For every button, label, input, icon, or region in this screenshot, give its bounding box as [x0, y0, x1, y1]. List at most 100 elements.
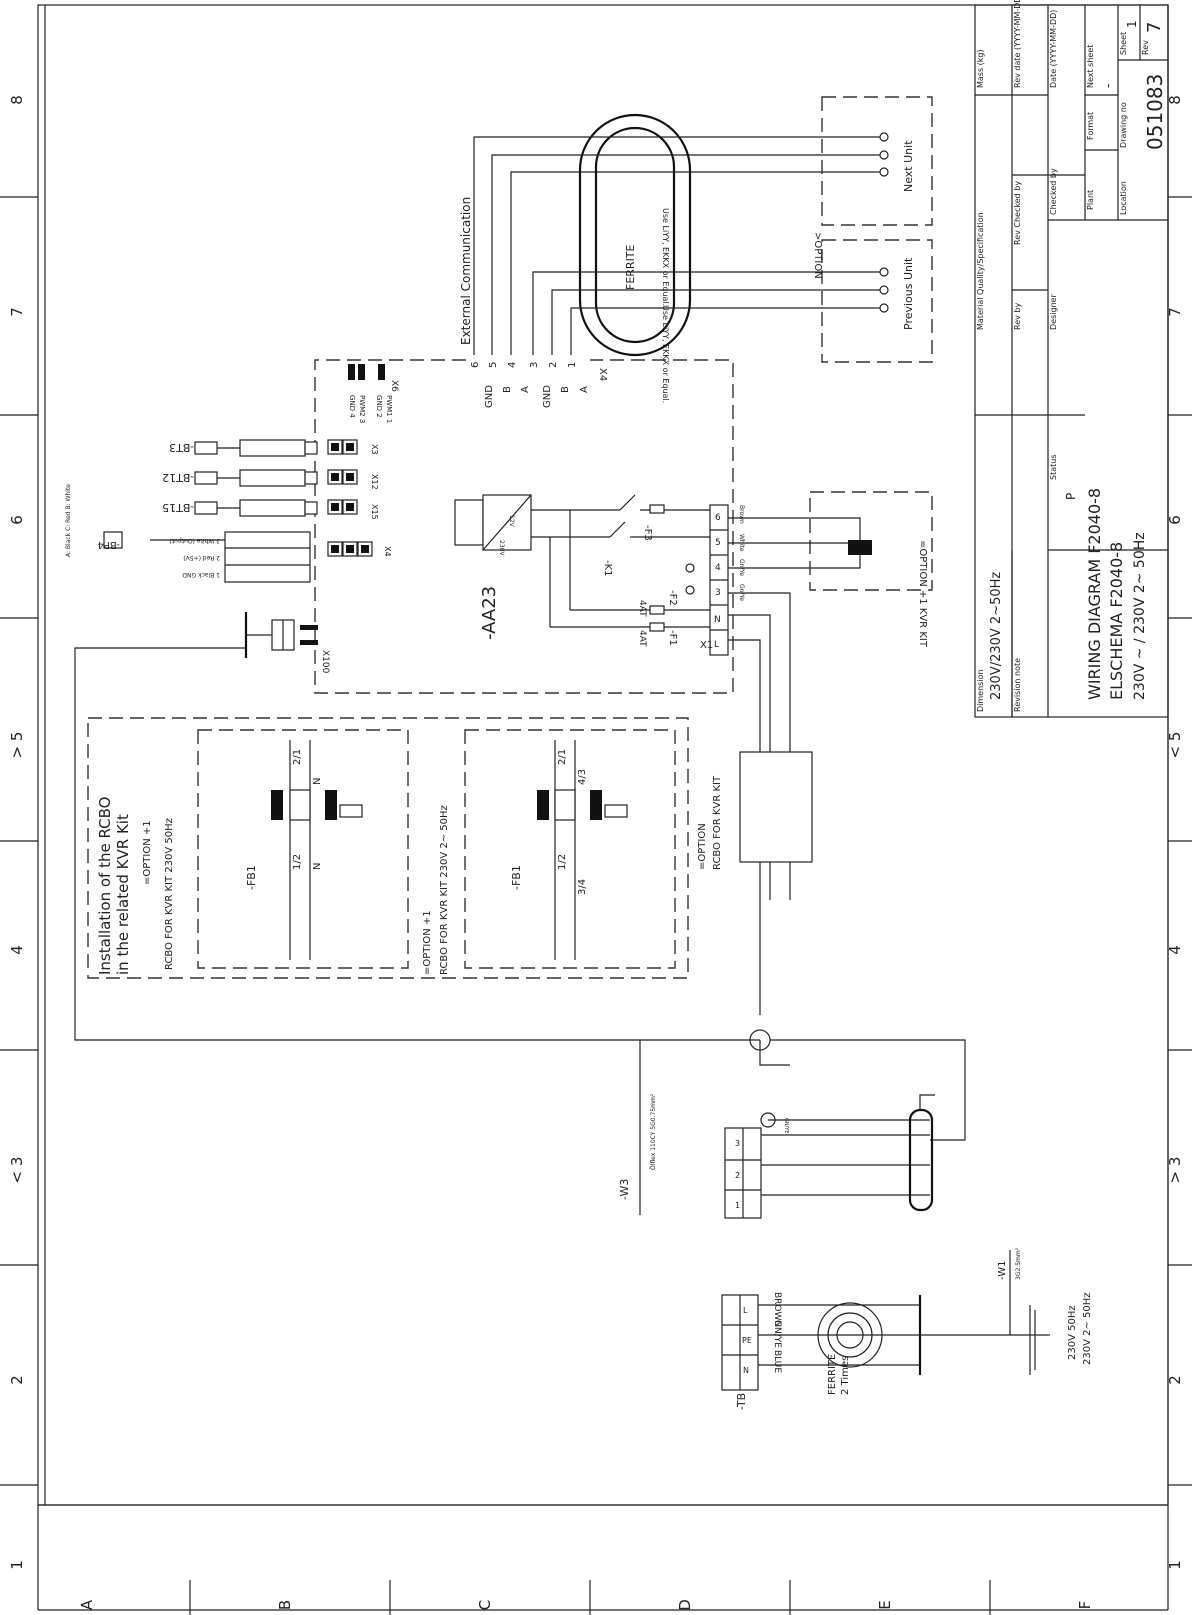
x4-label-gnd1: GND	[484, 385, 495, 408]
rcbo-1-n-bottom: N	[312, 863, 323, 870]
zone-6-left: 6	[8, 515, 26, 525]
zone-7-right: 7	[1166, 307, 1184, 317]
x4-label-b1: B	[502, 386, 513, 393]
tb-title-1: WIRING DIAGRAM F2040-8	[1085, 488, 1104, 700]
x100-connector: X100	[244, 612, 330, 674]
w3-spec: Ölflex 110CY 5G0.75mm²	[650, 1093, 657, 1170]
tb-date-label: Date (YYYY-MM-DD)	[1049, 10, 1058, 88]
x4-term-5: 5	[488, 362, 499, 368]
ferrite-ring-mid	[827, 1312, 873, 1358]
rcbo-opt1: =OPTION +1	[142, 820, 153, 885]
f2-rating: 4AT	[637, 600, 647, 617]
x1-4: 4	[715, 563, 721, 573]
x4-label-a1: A	[520, 386, 531, 393]
x6-gnd2: GND 2	[375, 395, 383, 418]
rcbo-1-t12: 1/2	[292, 854, 303, 870]
cable-note-next: Use LiYY, EKKX or Equal.	[661, 208, 670, 306]
bp4-colors: A: Black C: Red B: White	[65, 484, 72, 557]
x1-label: X1	[700, 640, 713, 651]
rcbo-label-2: RCBO FOR KVR KIT 230V 2~ 50Hz	[439, 805, 450, 975]
tb-dimension-value: 230V/230V 2~50Hz	[989, 572, 1004, 700]
psu-12v: 12V	[508, 515, 515, 528]
tb-next-sheet-value: -	[1101, 84, 1115, 88]
tb-dimension-label: Dimension	[976, 669, 985, 712]
x6-gnd4: GND 4	[348, 395, 356, 418]
zone-1-right: 1	[1166, 1560, 1184, 1570]
zone-1-left: 1	[8, 1560, 26, 1570]
rcbo-1-t21: 2/1	[292, 749, 303, 765]
tb-N: N	[743, 1366, 749, 1375]
zone-C: C	[476, 1600, 494, 1610]
x100-label: X100	[320, 650, 330, 674]
rcbo-2-fb1: -FB1	[510, 865, 523, 890]
kvr-wire-gnye1: Gn/Ye	[738, 559, 745, 576]
x4-term-4: 4	[507, 362, 518, 368]
f3-label: -F3	[642, 525, 653, 541]
x12-label: X12	[370, 474, 379, 490]
transformer-box	[454, 499, 484, 546]
zone-A: A	[78, 1599, 96, 1610]
next-unit-label: Next Unit	[902, 140, 915, 192]
lower-section: -W3 Ölflex 110CY 5G0.75mm² 3 2 1 GN/YE L…	[74, 647, 1093, 1410]
ferrite-label: FERRITE	[624, 244, 637, 290]
supply-1: 230V 50Hz	[1067, 1305, 1078, 1360]
x4-term-1: 1	[567, 362, 578, 368]
tb-next-sheet: Next sheet	[1086, 45, 1095, 88]
x6-pwm1: PWM1 1	[385, 395, 393, 423]
cable-note-prev: Use LiYY, EKKX or Equal.	[661, 305, 670, 403]
tb-rev-by: Rev by	[1013, 303, 1022, 330]
rcbo-kvr-box	[739, 751, 813, 863]
tb-123-3: 3	[735, 1139, 740, 1148]
lower-ferrite-label: FERRITE	[827, 1354, 838, 1395]
tb-rev-value: 7	[1144, 22, 1165, 33]
x4-label: X4	[597, 368, 608, 381]
x1-5: 5	[715, 538, 721, 548]
x4-label-b2: B	[560, 386, 571, 393]
tb-rev-date: Rev date (YYYY-MM-DD)	[1013, 0, 1022, 88]
aa23-label: -AA23	[479, 586, 500, 640]
zone-2-left: 2	[8, 1375, 26, 1385]
rcbo-1-n-top: N	[312, 778, 323, 785]
zone-8-left: 8	[8, 95, 26, 105]
bt3-label: -BT3	[169, 441, 194, 454]
rcbo-label-1: RCBO FOR KVR KIT 230V 50Hz	[164, 818, 175, 970]
tb-label: -TB	[735, 1393, 748, 1410]
tb-title-2: ELSCHEMA F2040-8	[1107, 542, 1126, 700]
wire-brown: BROWN	[772, 1292, 782, 1327]
tb-drawing-no-label: Drawing no	[1119, 102, 1128, 148]
x3-label: X3	[370, 444, 379, 455]
tb-sheet: Sheet	[1119, 32, 1128, 55]
tb-status-label: Status	[1049, 455, 1058, 481]
kvr-wire-white: White	[738, 534, 745, 552]
rcbo-2-t34: 3/4	[577, 879, 588, 895]
zone-5-left: > 5	[8, 732, 26, 759]
option-label: >OPTION	[812, 232, 823, 279]
x4-label-gnd2: GND	[542, 385, 553, 408]
tb-format: Format	[1086, 112, 1095, 140]
sensor-connectors: X3 X12 X15 X4	[327, 439, 392, 557]
x6-connector: X6 GND 4 PWM2 3 GND 2 PWM1 1	[348, 364, 399, 423]
ferrite-core-inner	[594, 126, 676, 344]
wire-gnye: GN/YE	[772, 1320, 782, 1348]
w1-label: -W1	[997, 1261, 1008, 1280]
temperature-sensors: -BT3 -BT12 -BT15	[162, 439, 318, 517]
zone-ticks	[0, 196, 1192, 1615]
previous-unit-option-box	[821, 239, 933, 363]
x1-3: 3	[715, 588, 721, 598]
tb-material-label: Material Quality/Specification	[976, 212, 985, 330]
tb-location: Location	[1119, 181, 1128, 215]
kvr-option-label: =OPTION +1 KVR KIT	[917, 540, 928, 648]
tb-123-1: 1	[735, 1201, 740, 1210]
rcbo-opt2: =OPTION +1	[422, 910, 433, 975]
tb-sheet-value: 1	[1125, 20, 1139, 28]
tb-designer: Designer	[1049, 293, 1058, 330]
rcbo-2-t21: 2/1	[557, 749, 568, 765]
tb-title-3: 230V ~ / 230V 2~ 50Hz	[1132, 532, 1148, 700]
zone-5-right: < 5	[1166, 732, 1184, 759]
bp4-label: -BP4	[97, 539, 120, 550]
aa23-board: -AA23 X6 GND 4 PWM2 3 GND 2 PWM1 1 X3 X1…	[65, 359, 734, 694]
w3-label: -W3	[618, 1179, 631, 1200]
zone-4-right: 4	[1166, 945, 1184, 955]
rcbo-2-t12: 1/2	[557, 854, 568, 870]
